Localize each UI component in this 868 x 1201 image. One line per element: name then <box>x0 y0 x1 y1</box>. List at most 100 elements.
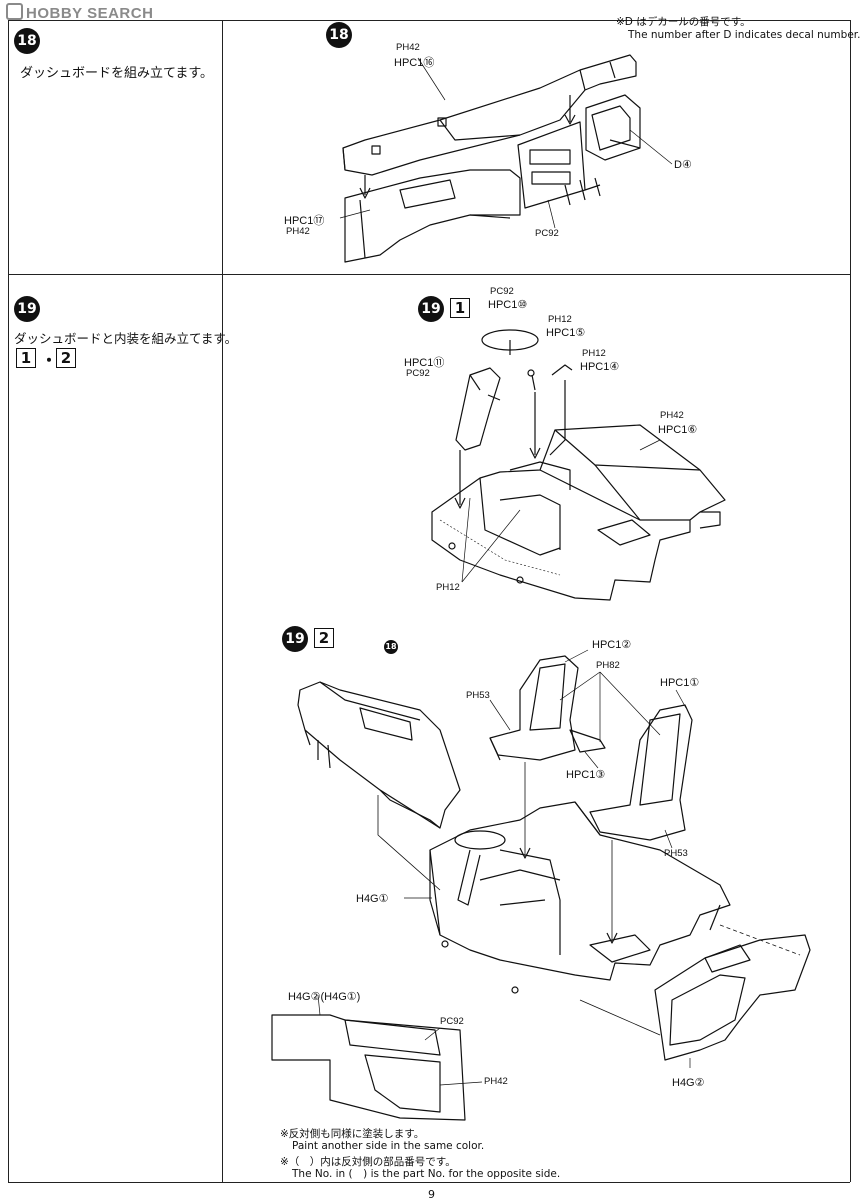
fig18-label-hpc1-16: HPC1⑯ <box>394 57 435 69</box>
fig19-2-arrow-dash <box>377 795 441 891</box>
fig19-1-leader-2 <box>461 497 471 583</box>
fig19-2-leader-ph53b <box>664 829 673 849</box>
fig19-2-label-hpc1-2: HPC1② <box>592 639 632 651</box>
note-opposite-en: The No. in ( ) is the part No. for the o… <box>292 1168 561 1180</box>
fig19-2-leader-ph82 <box>559 671 661 742</box>
fig19-2-leader-pc92 <box>424 1027 441 1041</box>
fig19-2-leader-ph42 <box>439 1081 483 1086</box>
fig19-1-arrowhead-b <box>529 447 541 459</box>
fig19-2-seat-left <box>489 655 606 761</box>
decal-note-en: The number after D indicates decal numbe… <box>628 29 861 41</box>
page-number: 9 <box>428 1188 435 1201</box>
fig19-1-arrow-c <box>549 380 566 456</box>
fig19-1-arrowhead-a <box>454 497 466 509</box>
fig19-2-leader-inset <box>317 994 321 1016</box>
fig19-2-arrowhead-seat1 <box>519 847 531 859</box>
fig18-arrowhead-a <box>359 187 371 199</box>
fig19-1-label-ph12-b: PH12 <box>582 348 606 359</box>
fig18-label-hpc1-17: HPC1⑰ <box>284 215 325 227</box>
fig18-badge: 18 <box>326 22 352 48</box>
fig19-2-leader-1 <box>564 649 589 663</box>
fig19-1-leader-3 <box>639 439 661 451</box>
fig19-2-sub-box: 2 <box>314 628 334 648</box>
fig19-2-label-pc92: PC92 <box>440 1016 464 1027</box>
step-18-badge: 18 <box>14 28 40 54</box>
fig19-1-label-pc92-left: PC92 <box>406 368 430 379</box>
fig19-1-lever-a <box>531 374 536 391</box>
fig19-1-floor-texture <box>439 519 561 576</box>
fig18-gauge-cluster <box>585 94 641 161</box>
fig19-2-arrow-door-dashed <box>719 924 801 956</box>
fig19-2-leader-hpc1-3 <box>584 751 599 769</box>
fig19-1-label-ph12-bottom: PH12 <box>436 582 460 593</box>
fig18-label-ph42-left: PH42 <box>286 226 310 237</box>
fig18-dash-lower-part <box>344 169 521 263</box>
fig19-1-lever-knob <box>527 369 535 377</box>
top-border <box>8 20 850 21</box>
hobby-search-watermark: HOBBY SEARCH <box>6 3 153 22</box>
step-divider <box>8 274 850 275</box>
step-19-text: ダッシュボードと内装を組み立てます。 <box>14 331 238 346</box>
fig19-1-label-ph12-a: PH12 <box>548 314 572 325</box>
fig19-1-label-pc92-top: PC92 <box>490 286 514 297</box>
step-19-sub1-box: 1 <box>16 348 36 368</box>
fig19-2-label-ph42: PH42 <box>484 1076 508 1087</box>
note-paint-jp: ※反対側も同様に塗装します。 <box>280 1128 425 1140</box>
logo-icon <box>6 3 23 20</box>
fig19-2-label-h4g-2: H4G② <box>672 1077 705 1089</box>
fig19-2-badge: 19 <box>282 626 308 652</box>
step-19-sub2-box: 2 <box>56 348 76 368</box>
fig18-leader-4 <box>629 129 673 165</box>
fig19-1-badge: 19 <box>418 296 444 322</box>
fig19-2-arrowhead-seat2 <box>606 932 618 944</box>
bottom-border <box>8 1182 850 1183</box>
fig19-2-seat-right <box>589 704 693 841</box>
fig19-1-label-hpc1-5: HPC1⑤ <box>546 327 586 339</box>
note-paint-en: Paint another side in the same color. <box>292 1140 485 1152</box>
step-19-separator: ・ <box>41 351 58 370</box>
fig19-1-label-hpc1-6: HPC1⑥ <box>658 424 698 436</box>
fig19-1-label-hpc1-10: HPC1⑩ <box>488 299 528 311</box>
fig19-2-ref-badge: 18 <box>384 640 398 654</box>
fig19-2-label-hpc1-1: HPC1① <box>660 677 700 689</box>
fig18-leader-3 <box>547 199 556 229</box>
fig18-label-d4: D④ <box>674 159 692 171</box>
fig19-2-dashboard-assembly <box>297 681 461 829</box>
fig19-2-leader-ph53a <box>489 699 511 731</box>
fig19-1-sub-box: 1 <box>450 298 470 318</box>
fig19-1-steering-column <box>455 367 501 451</box>
frame-right-border <box>850 20 851 1182</box>
fig19-1-lever-b <box>551 364 573 376</box>
fig19-2-label-ph53-b: PH53 <box>664 848 688 859</box>
fig19-1-leader-1 <box>461 509 521 583</box>
fig18-dash-top-part <box>342 54 637 176</box>
frame-left-border <box>8 20 9 1182</box>
fig18-leader-1 <box>417 57 446 101</box>
fig19-2-arrow-door <box>579 999 661 1036</box>
fig19-2-label-ph82: PH82 <box>596 660 620 671</box>
fig18-instrument-panel <box>517 121 601 209</box>
fig18-label-pc92: PC92 <box>535 228 559 239</box>
column-divider <box>222 20 223 1182</box>
fig19-2-leader-hpc1-1 <box>675 689 687 709</box>
fig19-2-label-h4g-1: H4G① <box>356 893 389 905</box>
fig19-2-door-panel <box>654 934 811 1061</box>
fig19-2-label-h4g-2-paren: H4G②(H4G①) <box>288 991 361 1003</box>
note-opposite-jp: ※（ ）内は反対側の部品番号です。 <box>280 1156 456 1168</box>
step-19-badge: 19 <box>14 296 40 322</box>
fig19-2-door-inset <box>271 1014 466 1121</box>
fig19-1-label-hpc1-4: HPC1④ <box>580 361 620 373</box>
watermark-text: HOBBY SEARCH <box>26 5 154 22</box>
fig19-1-label-hpc1-11: HPC1⑪ <box>404 357 445 369</box>
fig18-leader-2 <box>339 209 371 219</box>
decal-note-jp: ※D はデカールの番号です。 <box>616 16 751 28</box>
fig19-2-label-hpc1-3: HPC1③ <box>566 769 606 781</box>
fig19-1-label-ph42: PH42 <box>660 410 684 421</box>
fig18-arrowhead-b <box>564 114 576 125</box>
fig19-2-label-ph53-a: PH53 <box>466 690 490 701</box>
fig18-label-ph42-top: PH42 <box>396 42 420 53</box>
fig19-1-floor <box>431 424 726 601</box>
step-18-text: ダッシュボードを組み立てます。 <box>20 66 214 81</box>
fig19-2-cabin-floor <box>429 801 731 994</box>
